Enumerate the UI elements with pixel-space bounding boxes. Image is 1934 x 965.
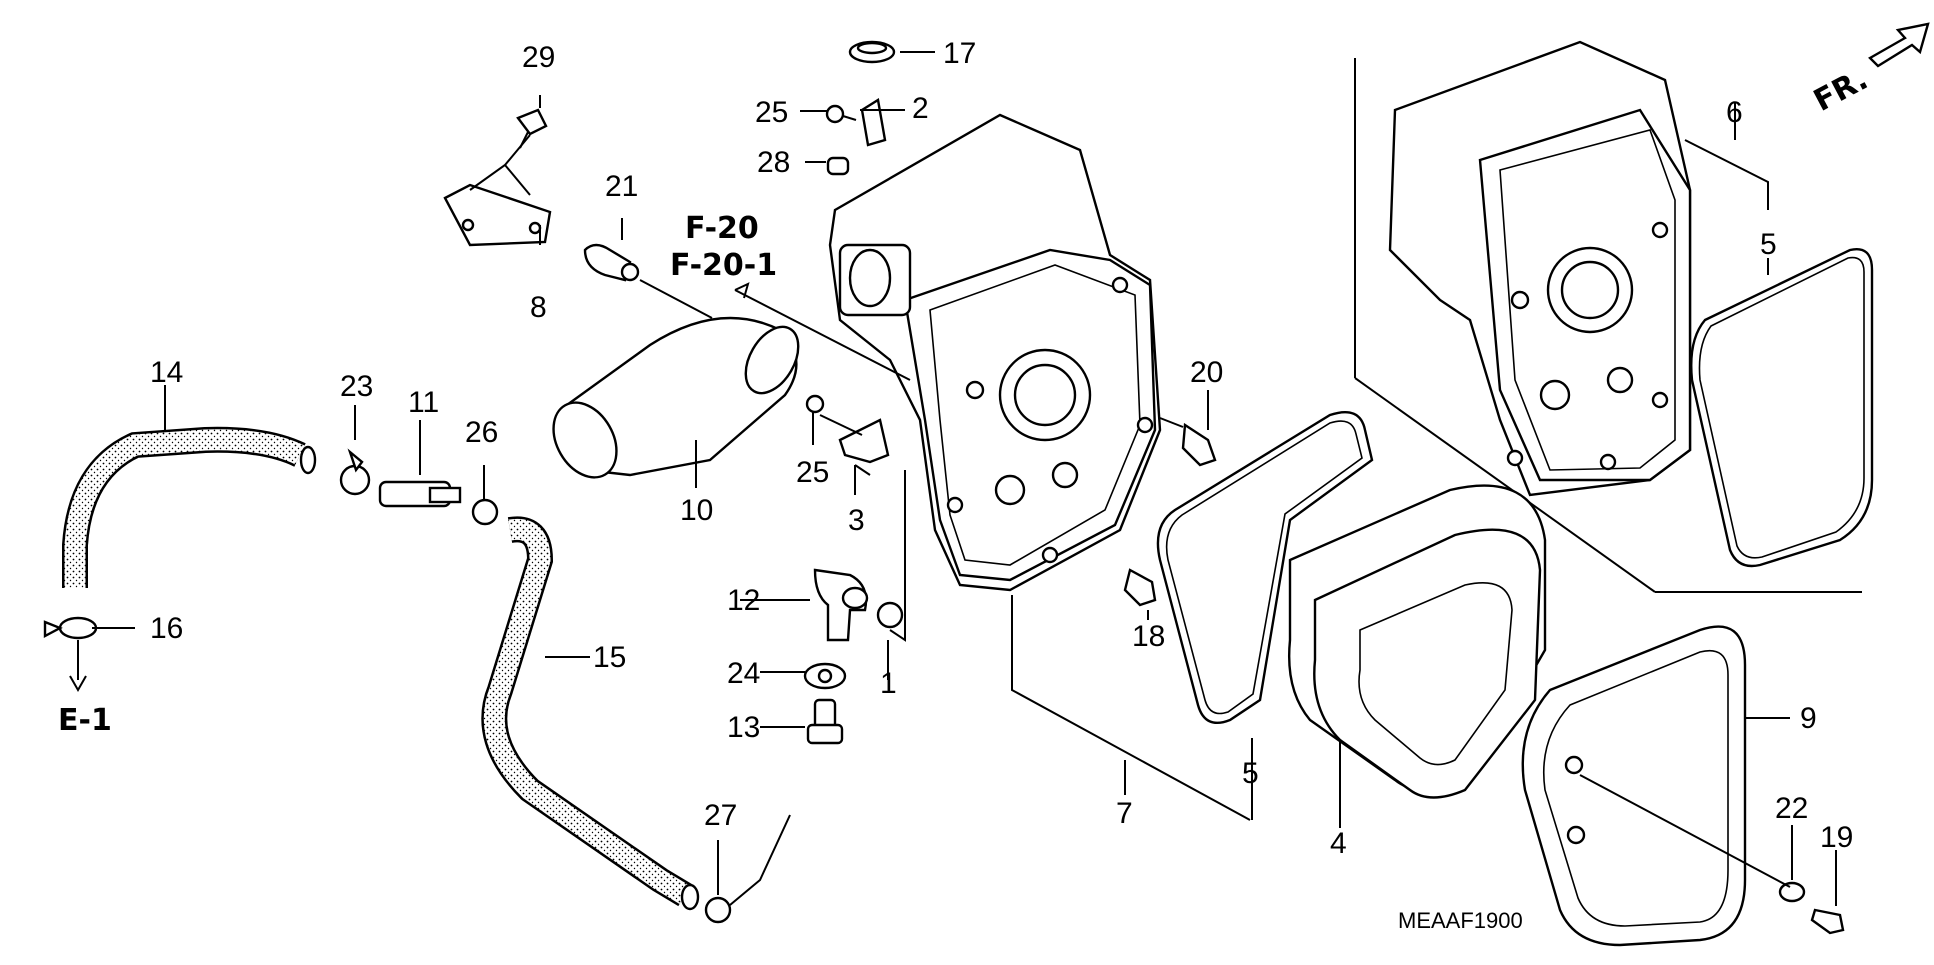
part-label: 27 bbox=[704, 799, 737, 832]
bolt-25-top bbox=[825, 104, 857, 124]
part-label: 7 bbox=[1116, 797, 1133, 830]
main-gasket bbox=[1156, 410, 1374, 725]
inset-gasket bbox=[1690, 248, 1874, 568]
part-label: 23 bbox=[340, 370, 373, 403]
connector-11 bbox=[378, 480, 462, 508]
hose-15 bbox=[481, 516, 700, 911]
bolt-20 bbox=[1159, 417, 1217, 467]
part-label: 11 bbox=[408, 386, 439, 419]
part-labels: 1 2 3 4 5 5 6 7 8 9 10 11 12 13 14 15 16… bbox=[150, 37, 1853, 860]
part-label: 5 bbox=[1760, 228, 1777, 261]
part-label: 13 bbox=[727, 711, 760, 744]
plug-21 bbox=[583, 243, 640, 282]
part-label: 9 bbox=[1800, 702, 1817, 735]
inset-air-cleaner-case bbox=[1388, 40, 1692, 497]
hose-14 bbox=[62, 426, 317, 588]
part-label: 10 bbox=[680, 494, 713, 527]
elbow-12 bbox=[813, 568, 869, 642]
part-label: 17 bbox=[943, 37, 976, 70]
part-label: 6 bbox=[1726, 96, 1743, 129]
clamp-27 bbox=[704, 896, 732, 924]
main-air-cleaner-case bbox=[828, 113, 1162, 592]
inset-frame bbox=[1354, 58, 1862, 593]
part-label: 21 bbox=[605, 170, 638, 203]
part-label: 24 bbox=[727, 657, 760, 690]
part-label: 28 bbox=[757, 146, 790, 179]
reference-f20-label: F-20 bbox=[685, 211, 759, 246]
part-label: 26 bbox=[465, 416, 498, 449]
bolt-29 bbox=[516, 108, 548, 149]
part-label: 2 bbox=[912, 92, 929, 125]
diagram-code-label: MEAAF1900 bbox=[1398, 908, 1523, 933]
part-label: 18 bbox=[1132, 620, 1165, 653]
part-label: 20 bbox=[1190, 356, 1223, 389]
part-label: 14 bbox=[150, 356, 183, 389]
front-indicator-label: FR. bbox=[1808, 62, 1873, 119]
bolt-25-mid bbox=[805, 394, 825, 414]
cap-28 bbox=[826, 156, 850, 176]
part-label: 16 bbox=[150, 612, 183, 645]
part-label: 25 bbox=[755, 96, 788, 129]
part-label: 29 bbox=[522, 41, 555, 74]
part-label: 4 bbox=[1330, 827, 1347, 860]
part-label: 5 bbox=[1242, 757, 1259, 790]
part-label: 1 bbox=[880, 667, 897, 700]
reference-e1-label: E-1 bbox=[58, 703, 112, 738]
clip-1 bbox=[876, 601, 904, 629]
part-label: 22 bbox=[1775, 792, 1808, 825]
part-label: 15 bbox=[593, 641, 626, 674]
reference-f20-1-label: F-20-1 bbox=[670, 248, 777, 283]
bracket-8 bbox=[443, 183, 552, 247]
screw-19 bbox=[1810, 908, 1845, 935]
air-cleaner-cover bbox=[1521, 625, 1747, 947]
part-label: 25 bbox=[796, 456, 829, 489]
clip-2 bbox=[860, 98, 887, 147]
clamp-16 bbox=[43, 616, 98, 640]
part-label: 12 bbox=[727, 584, 760, 617]
part-label: 19 bbox=[1820, 821, 1853, 854]
front-arrow-icon bbox=[1868, 22, 1930, 68]
clamp-24 bbox=[803, 662, 847, 690]
clamp-23 bbox=[339, 448, 371, 496]
part-label: 8 bbox=[530, 291, 547, 324]
clip-3 bbox=[838, 418, 890, 464]
intake-duct bbox=[552, 316, 800, 479]
part-label: 3 bbox=[848, 504, 865, 537]
bolt-18 bbox=[1123, 568, 1157, 607]
drain-plug-13 bbox=[806, 698, 844, 745]
air-filter-element bbox=[1288, 484, 1547, 799]
washer-22 bbox=[1778, 881, 1806, 903]
grommet-17 bbox=[848, 40, 896, 64]
leader-lines bbox=[69, 51, 1837, 906]
clamp-26 bbox=[471, 498, 499, 526]
